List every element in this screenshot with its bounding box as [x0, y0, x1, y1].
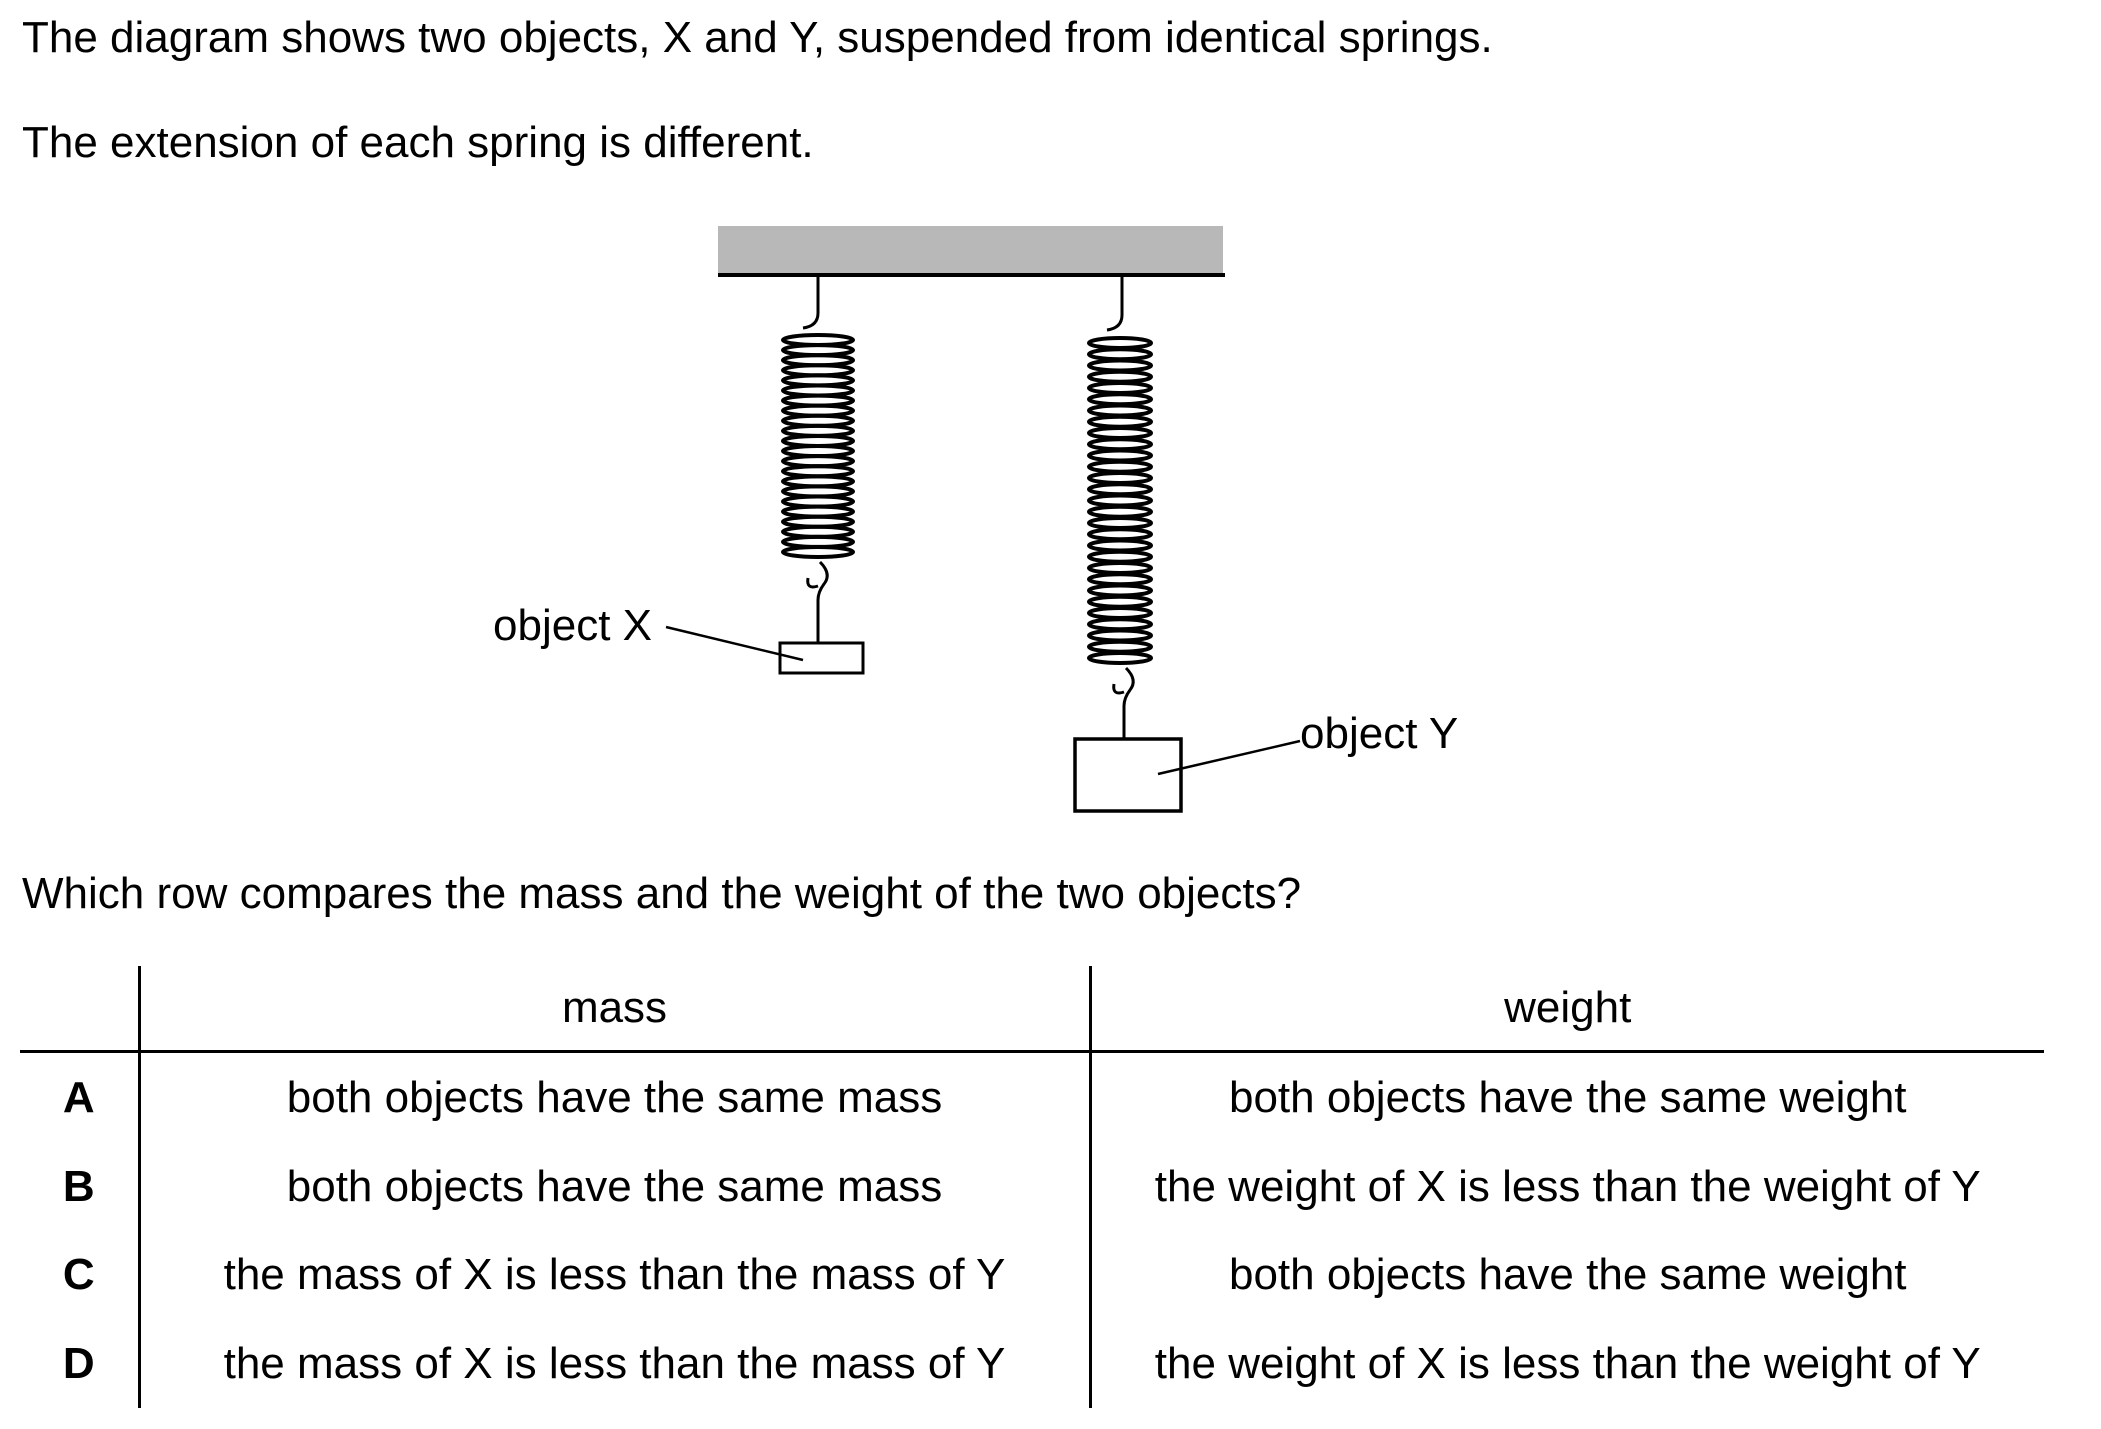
spring-coil — [1087, 549, 1153, 564]
spring-coil — [1087, 617, 1153, 632]
spring-coil — [1087, 403, 1153, 418]
spring-coil — [1087, 358, 1153, 373]
spring-coil — [1087, 594, 1153, 609]
header-weight: weight — [1090, 966, 2044, 1053]
spring-coil — [1087, 493, 1153, 508]
spring-coil — [1087, 459, 1153, 474]
spring-diagram: object X object Y — [493, 226, 1458, 813]
table-row[interactable]: B both objects have the same mass the we… — [20, 1142, 2044, 1232]
spring-coil — [1087, 381, 1153, 395]
object-x-leader — [665, 625, 804, 662]
spring-coil — [1087, 516, 1153, 530]
object-y-block — [1073, 737, 1183, 813]
row-mass: the mass of X is less than the mass of Y — [139, 1231, 1092, 1320]
spring-coil — [1087, 482, 1153, 497]
spring-coil — [1087, 527, 1153, 542]
spring-coil — [1087, 651, 1153, 665]
question-intro: The diagram shows two objects, X and Y, … — [22, 13, 1493, 62]
spring-coil — [1087, 639, 1153, 654]
spring-coil — [1087, 336, 1153, 350]
spring-coil — [781, 545, 855, 559]
table-row[interactable]: C the mass of X is less than the mass of… — [20, 1231, 2044, 1320]
row-key: D — [20, 1319, 141, 1408]
spring-coil — [1087, 606, 1153, 620]
header-mass: mass — [139, 966, 1092, 1053]
row-mass: the mass of X is less than the mass of Y — [139, 1319, 1092, 1408]
spring-coil — [1087, 414, 1153, 429]
question-prompt: Which row compares the mass and the weig… — [22, 869, 1302, 918]
row-mass: both objects have the same mass — [139, 1051, 1092, 1143]
spring-coil — [1087, 471, 1153, 485]
question-statement: The extension of each spring is differen… — [22, 118, 814, 167]
spring-coil — [1087, 561, 1153, 575]
row-key: C — [20, 1231, 141, 1320]
spring-coil — [1087, 583, 1153, 598]
spring-coil — [1087, 504, 1153, 519]
spring-coil — [1087, 347, 1153, 362]
spring-coil — [1087, 437, 1153, 452]
row-key: B — [20, 1142, 141, 1232]
spring-y — [1087, 277, 1153, 738]
spring-coil — [1087, 572, 1153, 587]
row-weight: both objects have the same weight — [1228, 1250, 1907, 1300]
spring-coil — [1087, 538, 1153, 553]
spring-coil — [1087, 426, 1153, 440]
row-key: A — [20, 1051, 141, 1143]
spring-coil — [1087, 392, 1153, 407]
table-row[interactable]: A both objects have the same mass both o… — [20, 1051, 2044, 1143]
spring-x — [781, 277, 855, 642]
answer-table: mass weight A both objects have the same… — [20, 966, 2044, 1408]
row-weight: the weight of X is less than the weight … — [1154, 1161, 1981, 1211]
spring-coil — [1087, 628, 1153, 643]
spring-y-coils — [1087, 336, 1153, 665]
object-y-leader — [1157, 739, 1301, 776]
header-key-cell — [20, 966, 141, 1053]
object-y-label: object Y — [1300, 709, 1458, 758]
spring-coil — [1087, 448, 1153, 463]
ceiling-support — [718, 226, 1223, 274]
table-row[interactable]: D the mass of X is less than the mass of… — [20, 1319, 2044, 1408]
table-header-row: mass weight — [20, 966, 2044, 1053]
spring-coil — [1087, 369, 1153, 384]
row-weight: both objects have the same weight — [1228, 1072, 1907, 1122]
object-x-label: object X — [493, 601, 652, 650]
spring-x-coils — [781, 333, 855, 559]
row-mass: both objects have the same mass — [139, 1142, 1092, 1232]
row-weight: the weight of X is less than the weight … — [1154, 1338, 1981, 1388]
